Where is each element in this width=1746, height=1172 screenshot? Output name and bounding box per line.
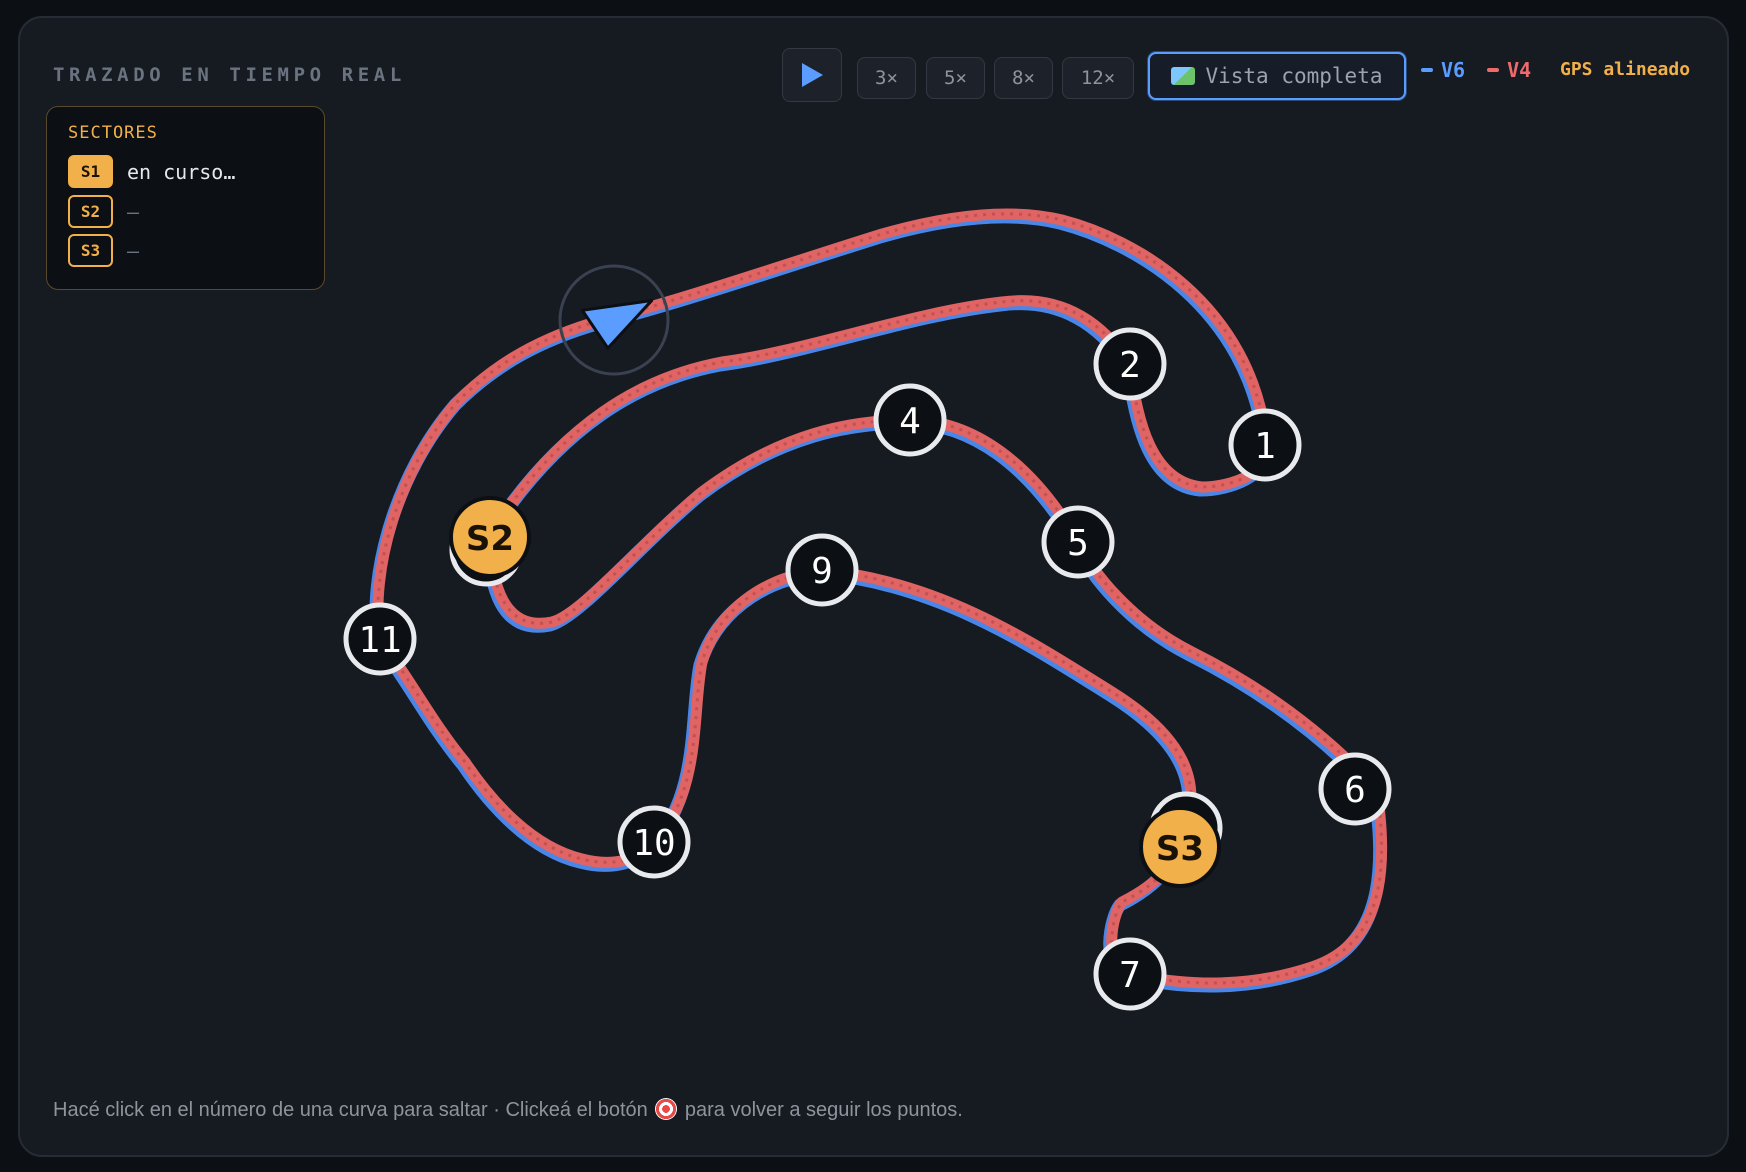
sector-badge-s3: S3 [68,234,113,267]
hint-after: para volver a seguir los puntos. [684,1099,963,1121]
turn-label-1: 1 [1254,426,1276,467]
sector-marker-s3-label: S3 [1156,829,1204,869]
turn-marker-5[interactable]: 5 [1041,505,1115,579]
target-icon [655,1098,678,1120]
legend-v6: V6 [1441,58,1466,82]
turn-marker-2[interactable]: 2 [1093,327,1167,401]
toolbar: 3× 5× 8× 12× Vista completa V6 V4 GPS al… [20,48,1727,120]
speed-12x-button[interactable]: 12× [1062,57,1134,99]
v4-trace [378,214,1382,983]
speed-3x-button[interactable]: 3× [857,57,916,99]
sector-status-s3: — [127,238,140,263]
sectors-card: SECTORES S1 en curso… S2 — S3 — [46,106,325,290]
gps-status: GPS alineado [1560,59,1691,80]
sector-row-s1: S1 en curso… [68,155,235,188]
turn-marker-10[interactable]: 10 [617,805,691,879]
v6-swatch [1421,68,1433,72]
page-title: TRAZADO EN TIEMPO REAL [53,64,406,86]
sector-marker-s2[interactable]: S2 [449,496,531,578]
sectors-title: SECTORES [68,123,158,143]
turn-marker-7[interactable]: 7 [1093,937,1167,1011]
hint-text: Hacé click en el número de una curva par… [53,1098,963,1122]
play-button[interactable] [782,48,842,102]
sector-status-s2: — [127,199,140,224]
track-map: 1 2 4 5 6 7 9 [343,18,1392,1011]
map-icon [1171,67,1196,85]
turn-marker-11[interactable]: 11 [343,602,417,676]
turn-marker-4[interactable]: 4 [873,383,947,457]
turn-label-5: 5 [1067,523,1089,564]
car-marker [558,264,670,376]
turn-label-2: 2 [1119,345,1141,386]
play-icon [802,63,823,87]
turn-label-4: 4 [899,401,921,442]
turn-label-11: 11 [358,620,401,661]
sector-marker-s2-label: S2 [466,519,514,559]
hint-before: Hacé click en el número de una curva par… [53,1099,648,1121]
turn-label-7: 7 [1119,955,1141,996]
sector-badge-s1: S1 [68,155,113,188]
full-view-button[interactable]: Vista completa [1148,52,1406,100]
turn-label-6: 6 [1344,770,1366,811]
sector-row-s2: S2 — [68,195,139,228]
sector-marker-s3[interactable]: S3 [1139,806,1221,888]
sector-badge-s2: S2 [68,195,113,228]
sector-row-s3: S3 — [68,234,139,267]
turn-label-9: 9 [811,551,833,592]
track-panel: TRAZADO EN TIEMPO REAL 3× 5× 8× 12× Vist… [18,16,1729,1157]
turn-marker-6[interactable]: 6 [1318,752,1392,826]
turn-marker-1[interactable]: 1 [1228,408,1302,482]
sector-status-s1: en curso… [127,159,236,184]
legend-v4: V4 [1507,58,1532,82]
legend: V6 V4 [1421,58,1531,82]
turn-label-10: 10 [632,823,675,864]
v4-swatch [1487,68,1500,72]
full-view-label: Vista completa [1205,64,1383,88]
speed-5x-button[interactable]: 5× [926,57,985,99]
speed-8x-button[interactable]: 8× [994,57,1053,99]
turn-marker-9[interactable]: 9 [785,533,859,607]
